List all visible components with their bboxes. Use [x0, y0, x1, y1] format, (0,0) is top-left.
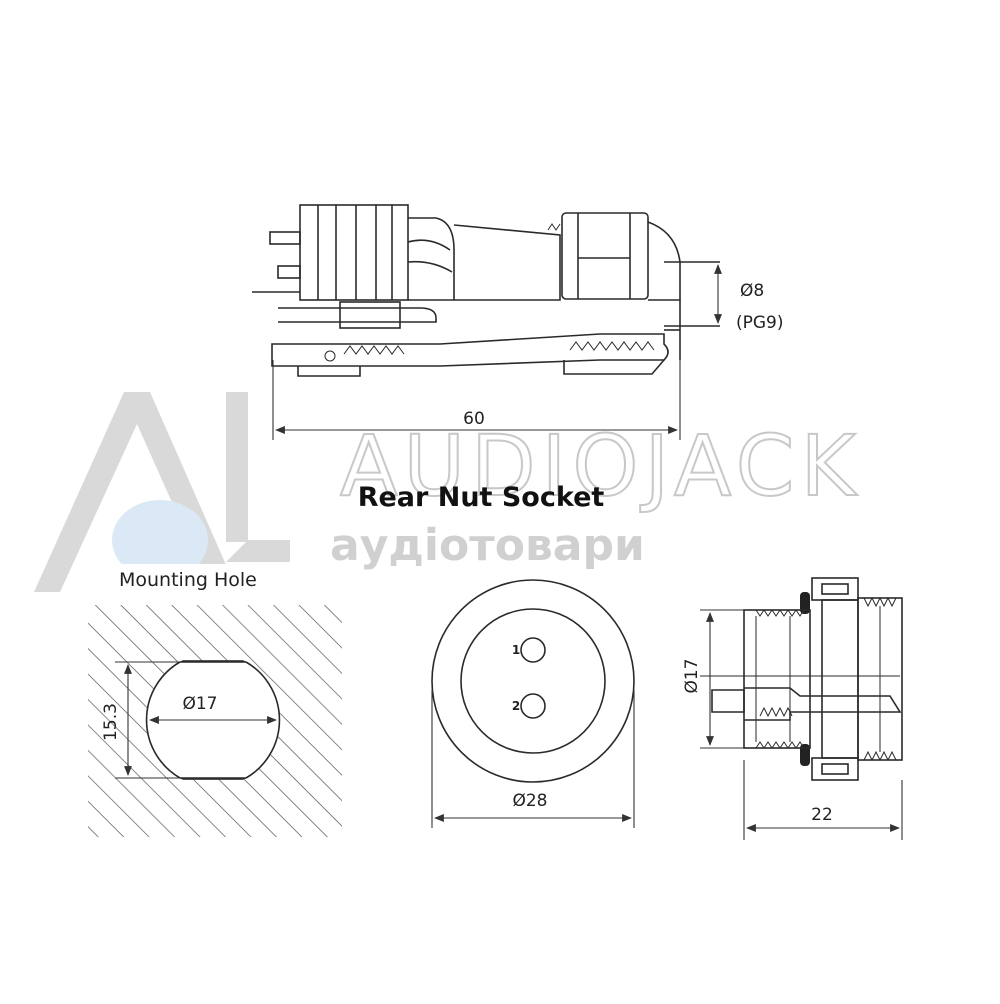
cable-outline: [664, 261, 720, 327]
cable-diameter-label: Ø8: [740, 281, 764, 301]
watermark-tagline: аудіотовари: [330, 520, 645, 571]
diagram-title: Rear Nut Socket: [358, 482, 605, 513]
connector-side-view: 60 Ø8 (PG9): [252, 204, 784, 440]
socket-diameter-label: Ø17: [682, 658, 702, 693]
outer-flange: [431, 579, 635, 783]
insert-face: [460, 608, 606, 754]
overall-length-dimension: [272, 360, 681, 440]
cross-section: [271, 300, 681, 377]
front-view: [431, 579, 635, 828]
cable-gland-label: (PG9): [736, 313, 784, 333]
front-diameter-label: Ø28: [512, 791, 547, 811]
mounting-hole-caption: Mounting Hole: [119, 569, 257, 591]
mounting-hole-diameter-label: Ø17: [182, 694, 217, 714]
coupling-nut: [299, 204, 455, 301]
mounting-hole-flat-label: 15.3: [101, 703, 121, 741]
watermark-logo: [34, 392, 290, 592]
o-ring-top: [800, 592, 810, 614]
socket-length-label: 22: [811, 805, 833, 825]
overall-length-label: 60: [463, 409, 485, 429]
pin-2-hole: [520, 693, 546, 719]
pin-2-number: 2: [512, 699, 520, 713]
connector-shell: [453, 223, 561, 301]
caption-backdrop: [116, 564, 312, 592]
mounting-hole-view: [88, 605, 342, 837]
rear-gland-nut: [561, 212, 681, 301]
o-ring-bottom: [800, 744, 810, 766]
plug-pins: [252, 231, 301, 293]
pin-1-number: 1: [512, 643, 520, 657]
socket-side-view: [700, 577, 903, 840]
pin-1-hole: [520, 637, 546, 663]
